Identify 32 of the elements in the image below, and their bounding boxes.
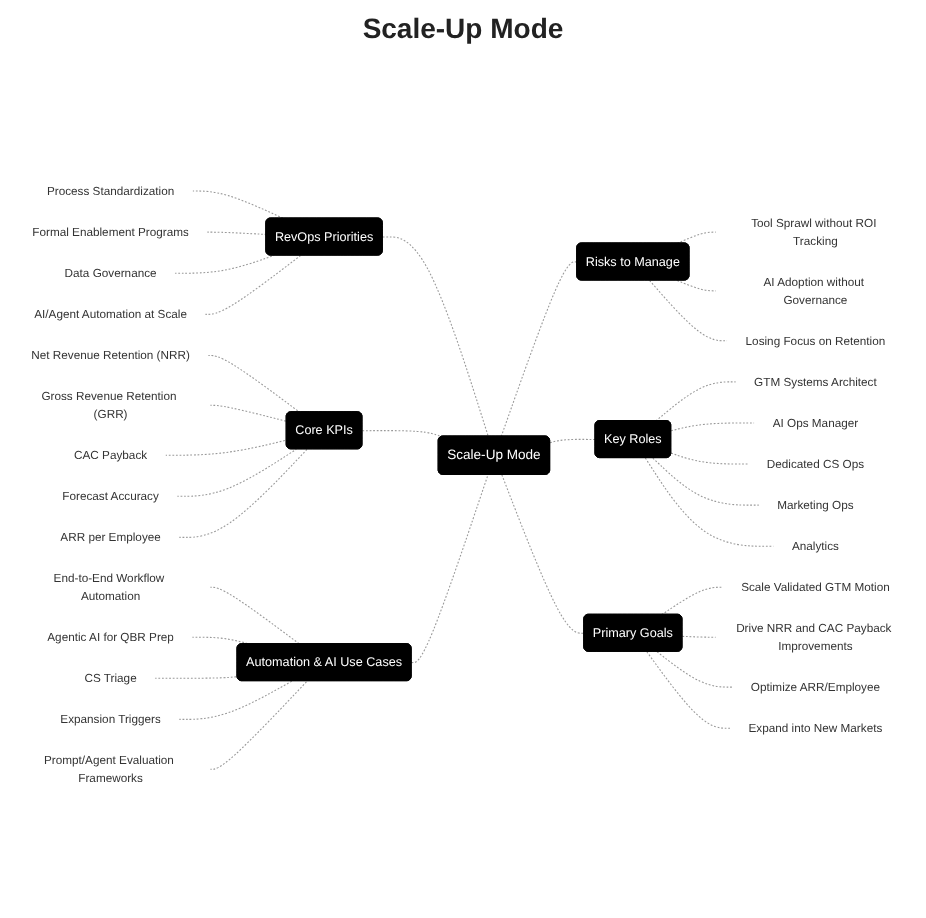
connector <box>681 635 717 638</box>
connector <box>655 380 737 421</box>
connector <box>164 438 288 456</box>
connector <box>209 680 308 770</box>
connector <box>174 254 275 274</box>
connector <box>656 650 734 688</box>
connector <box>646 650 731 729</box>
connector <box>176 448 297 497</box>
connector <box>209 586 301 645</box>
connector <box>411 473 489 663</box>
connector <box>206 231 267 235</box>
connector <box>209 404 288 422</box>
connector <box>649 279 729 341</box>
connector <box>154 675 238 679</box>
connector <box>191 189 285 219</box>
connector <box>204 254 302 315</box>
connector <box>644 456 775 547</box>
connector <box>500 260 578 437</box>
diagram-title: Scale-Up Mode <box>360 12 566 44</box>
connector <box>652 456 760 506</box>
connector <box>178 680 293 720</box>
connector <box>676 231 717 244</box>
connector <box>207 354 301 413</box>
connector <box>382 235 489 437</box>
connector <box>549 438 596 443</box>
connector <box>501 473 585 634</box>
connector <box>361 429 443 437</box>
connector <box>670 451 750 464</box>
connector <box>676 279 717 291</box>
connector <box>661 586 724 615</box>
connector <box>670 421 756 431</box>
connector <box>178 448 308 538</box>
